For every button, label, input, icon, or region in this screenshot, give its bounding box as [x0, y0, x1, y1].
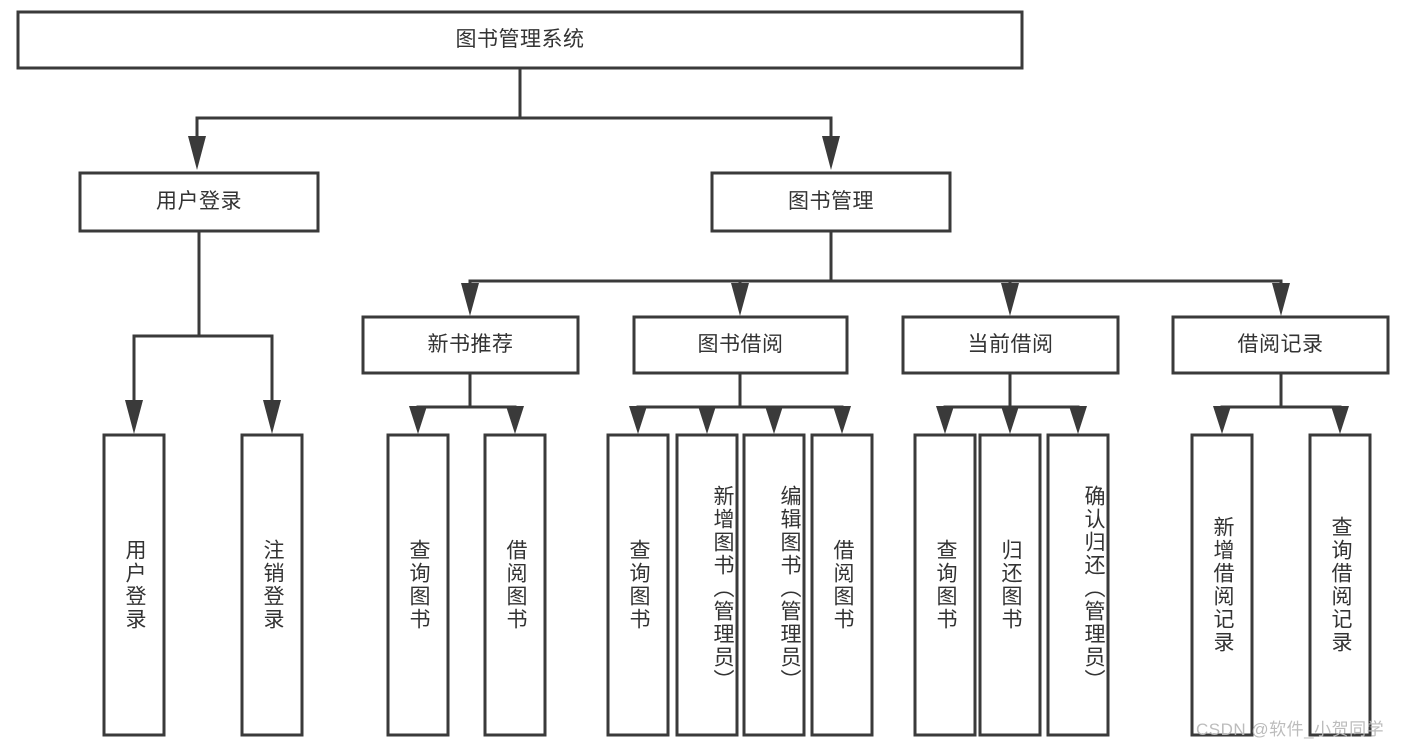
arrow-head-borrowrecord-leaf-1 — [1213, 406, 1231, 434]
arrow-head-root-to-book-manage — [822, 136, 840, 170]
arrow-head-newbook-leaf-2 — [506, 406, 524, 434]
node-box-root[interactable] — [16, 10, 1024, 70]
leaf-box-book-borrow-2[interactable] — [675, 433, 739, 737]
leaf-box-current-borrow-2[interactable] — [978, 433, 1042, 737]
leaf-box-new-book-2[interactable] — [483, 433, 547, 737]
node-box-user-login[interactable] — [78, 171, 320, 233]
arrow-head-bookborrow-leaf-3 — [765, 406, 783, 434]
arrow-head-currentborrow-leaf-3 — [1069, 406, 1087, 434]
node-box-book-borrow[interactable] — [632, 315, 849, 375]
arrow-head-currentborrow-leaf-2 — [1001, 406, 1019, 434]
leaf-box-user-login-2[interactable] — [240, 433, 304, 737]
arrow-head-newbook-leaf-1 — [409, 406, 427, 434]
leaf-box-current-borrow-1[interactable] — [913, 433, 977, 737]
leaf-box-book-borrow-4[interactable] — [810, 433, 874, 737]
leaf-box-borrow-record-1[interactable] — [1190, 433, 1254, 737]
arrow-head-to-book-borrow — [731, 283, 749, 316]
arrow-head-borrowrecord-leaf-2 — [1331, 406, 1349, 434]
arrow-head-to-borrow-record — [1272, 283, 1290, 316]
node-box-new-book[interactable] — [361, 315, 580, 375]
leaf-box-book-borrow-1[interactable] — [606, 433, 670, 737]
leaf-box-borrow-record-2[interactable] — [1308, 433, 1372, 737]
arrow-head-bookborrow-leaf-2 — [698, 406, 716, 434]
node-box-borrow-record[interactable] — [1171, 315, 1390, 375]
arrow-head-userlogin-leaf-2 — [263, 400, 281, 434]
leaf-box-current-borrow-3[interactable] — [1046, 433, 1110, 737]
node-box-book-manage[interactable] — [710, 171, 952, 233]
arrow-head-to-current-borrow — [1001, 283, 1019, 316]
leaf-box-book-borrow-3[interactable] — [742, 433, 806, 737]
arrow-head-currentborrow-leaf-1 — [936, 406, 954, 434]
arrow-head-to-new-book — [461, 283, 479, 316]
arrow-head-root-to-user-login — [188, 136, 206, 170]
arrow-head-bookborrow-leaf-4 — [833, 406, 851, 434]
leaf-box-new-book-1[interactable] — [386, 433, 450, 737]
node-box-current-borrow[interactable] — [901, 315, 1120, 375]
arrow-head-bookborrow-leaf-1 — [629, 406, 647, 434]
arrow-head-userlogin-leaf-1 — [125, 400, 143, 434]
csdn-watermark: CSDN @软件_小贺同学 — [1196, 720, 1385, 739]
leaf-box-user-login-1[interactable] — [102, 433, 166, 737]
